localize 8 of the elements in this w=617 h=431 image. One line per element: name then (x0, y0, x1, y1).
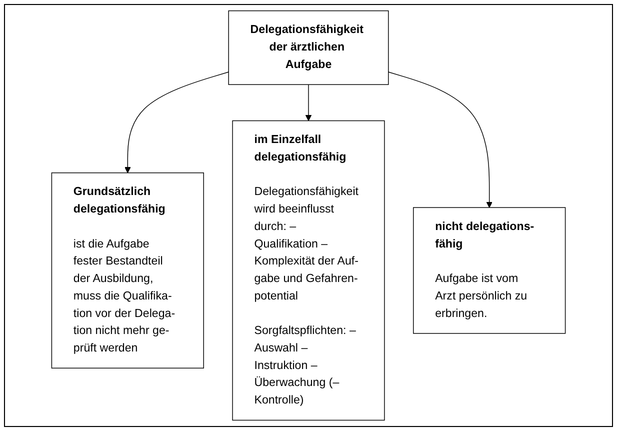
arrow (388, 72, 493, 208)
diagram-frame: Delegationsfähigkeit der ärztlichen Aufgabe Grundsätzlich delegationsfähig ist die Aufgabe fester Bestandteil der Ausbildung, muss die Qualifika- tion vor der Delega- tion nicht mehr ge- prüft werden im Einzelfall delegationsfähig Delegationsfähigkeit wird beeinflusst durch: – Qualifikation – Komplexität der Auf- gabe und Gefahren- potential Sorgfaltspflichten: – Auswahl – Instruktion – Überwachung (– Kontrolle) nicht delegations- fähig Aufgabe ist vom Arzt persönlich zu erbringen. (4, 4, 613, 427)
node-box (51, 172, 204, 368)
node-box (413, 207, 566, 334)
node-box (228, 10, 389, 85)
arrow (124, 72, 229, 174)
node-box (232, 120, 385, 421)
arrow (305, 84, 312, 122)
